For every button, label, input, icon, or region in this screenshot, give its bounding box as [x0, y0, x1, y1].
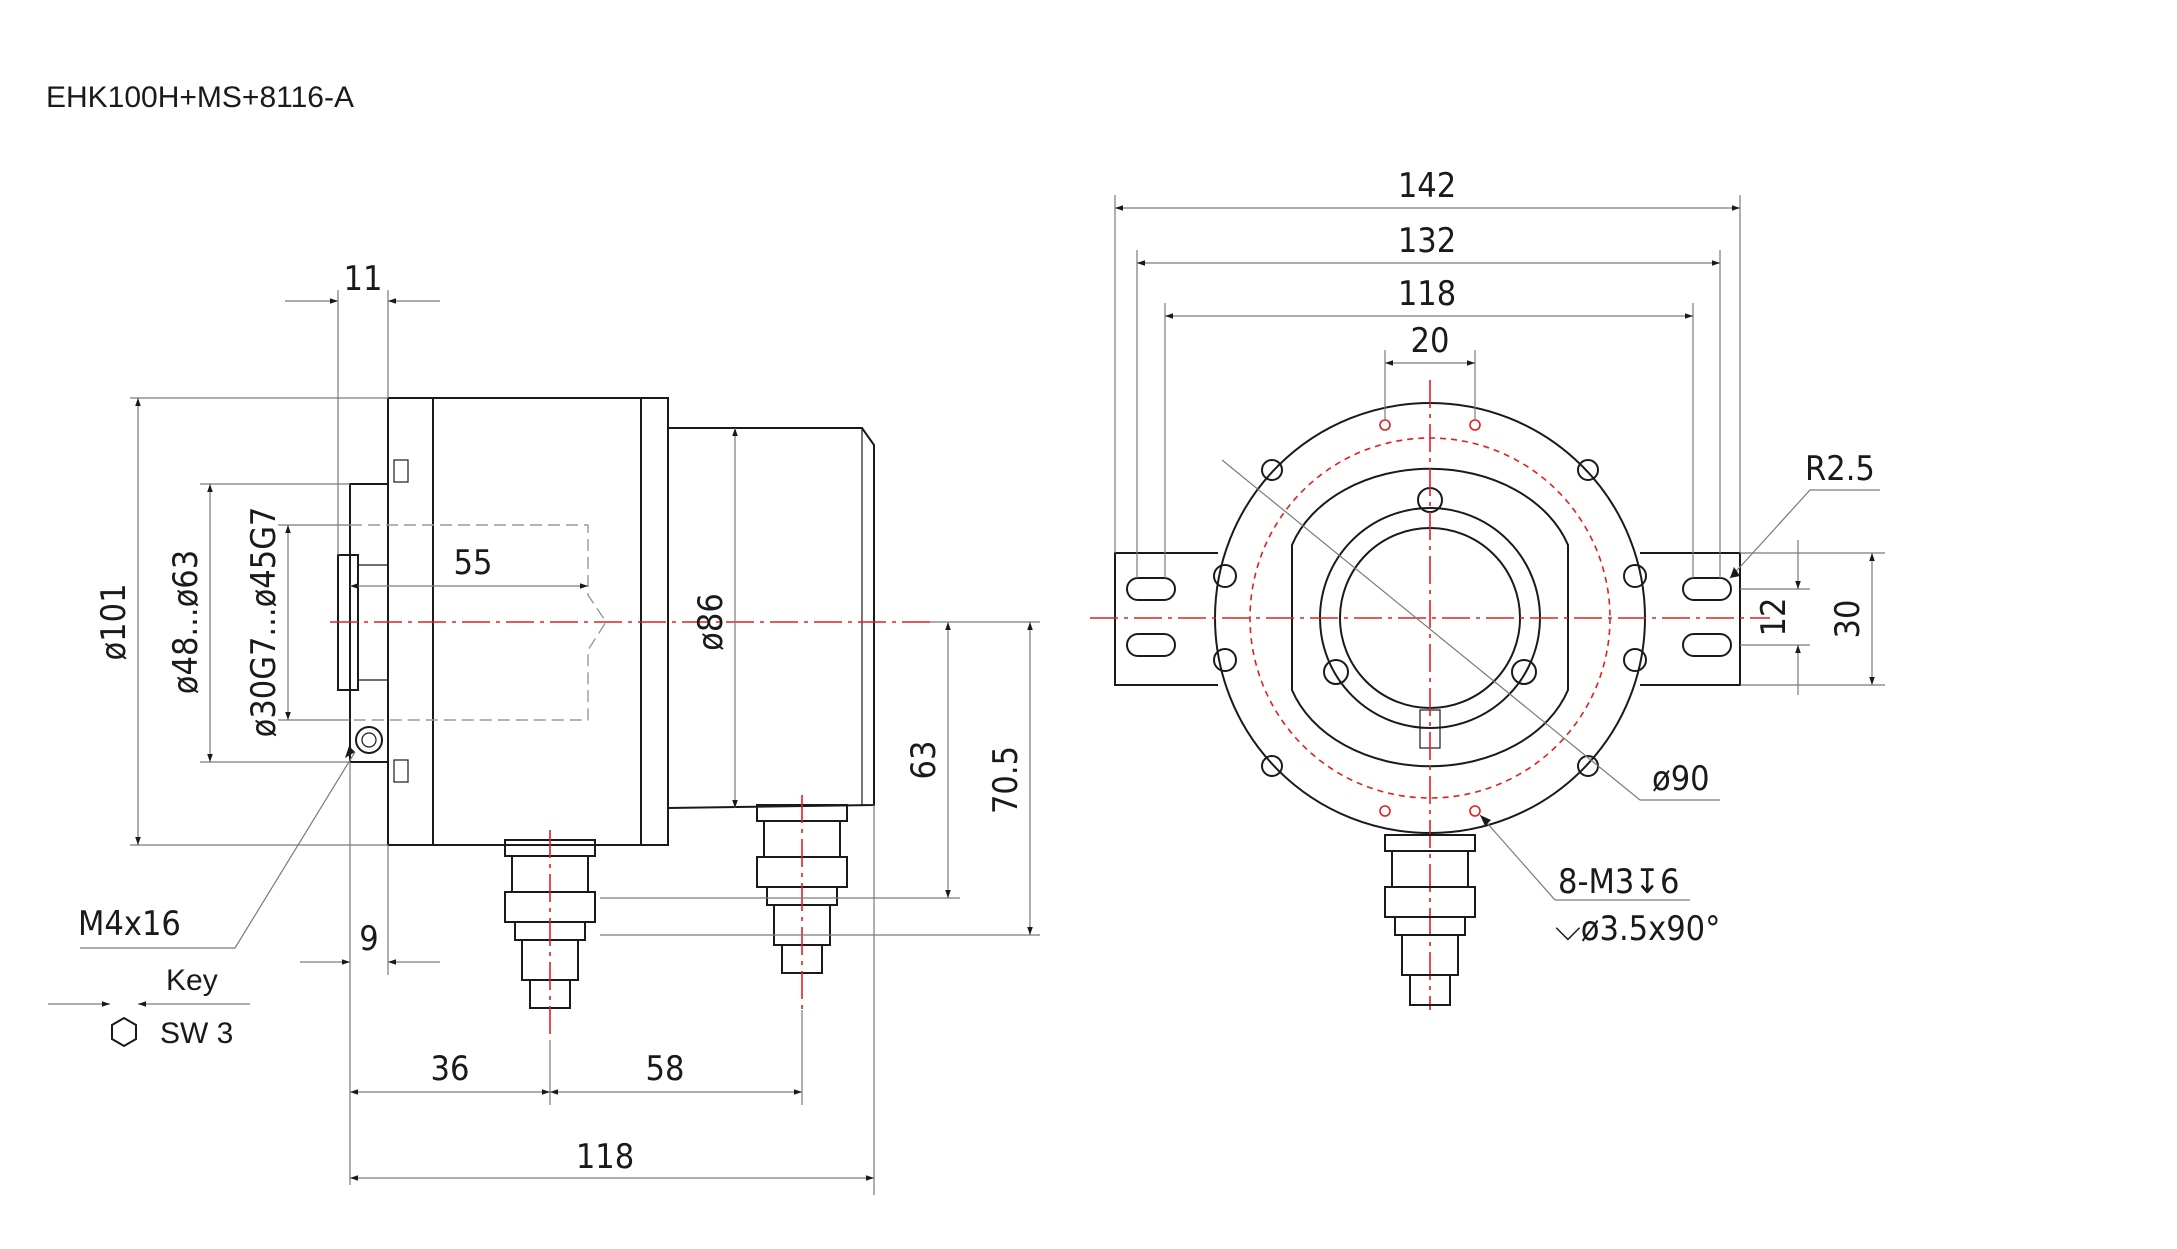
dim-r2-5: R2.5 — [1805, 449, 1875, 489]
dim-30: 30 — [1828, 600, 1868, 639]
label-key: Key — [166, 964, 218, 997]
clamp-ring — [349, 483, 389, 763]
connector-right — [756, 795, 848, 1010]
label-m4x16: M4x16 — [78, 904, 181, 944]
dim-118-side: 118 — [576, 1137, 634, 1177]
dim-118-front: 118 — [1398, 274, 1456, 314]
dim-d90: ø90 — [1652, 759, 1710, 799]
label-sw3: SW 3 — [160, 1017, 233, 1050]
dim-12: 12 — [1754, 598, 1794, 637]
dim-d101: ø101 — [94, 583, 134, 660]
dim-63: 63 — [904, 741, 944, 780]
label-countersink: ⌵ø3.5x90° — [1555, 909, 1720, 949]
dim-55: 55 — [454, 543, 493, 583]
connector-front — [1384, 834, 1476, 1006]
connector-left — [504, 830, 596, 1040]
front-view: 142 132 118 20 R2.5 12 30 ø90 — [1090, 166, 1885, 1010]
m4-screw-head — [355, 726, 383, 754]
dim-142: 142 — [1398, 166, 1456, 206]
drawing-title: EHK100H+MS+8116-A — [46, 81, 354, 114]
label-8-m3: 8-M3↧6 — [1558, 862, 1679, 902]
dim-11: 11 — [344, 259, 383, 299]
hex-key-icon — [111, 1016, 137, 1048]
dim-58: 58 — [646, 1049, 685, 1089]
dim-70-5: 70.5 — [986, 746, 1026, 814]
dim-20: 20 — [1411, 321, 1450, 361]
dim-36: 36 — [431, 1049, 470, 1089]
hollow-shaft-hidden — [350, 524, 607, 721]
side-view: 11 ø101 ø48...ø63 ø30G7...ø45G7 55 ø86 6… — [48, 259, 1040, 1195]
dim-d86: ø86 — [691, 593, 731, 651]
bracket-right — [1640, 552, 1741, 686]
housing-ring — [1291, 467, 1569, 768]
bracket-left — [1114, 552, 1218, 686]
dim-d48-63: ø48...ø63 — [166, 550, 206, 694]
dim-d30-45: ø30G7...ø45G7 — [244, 507, 284, 738]
dim-132: 132 — [1398, 221, 1456, 261]
dim-9: 9 — [359, 919, 378, 959]
